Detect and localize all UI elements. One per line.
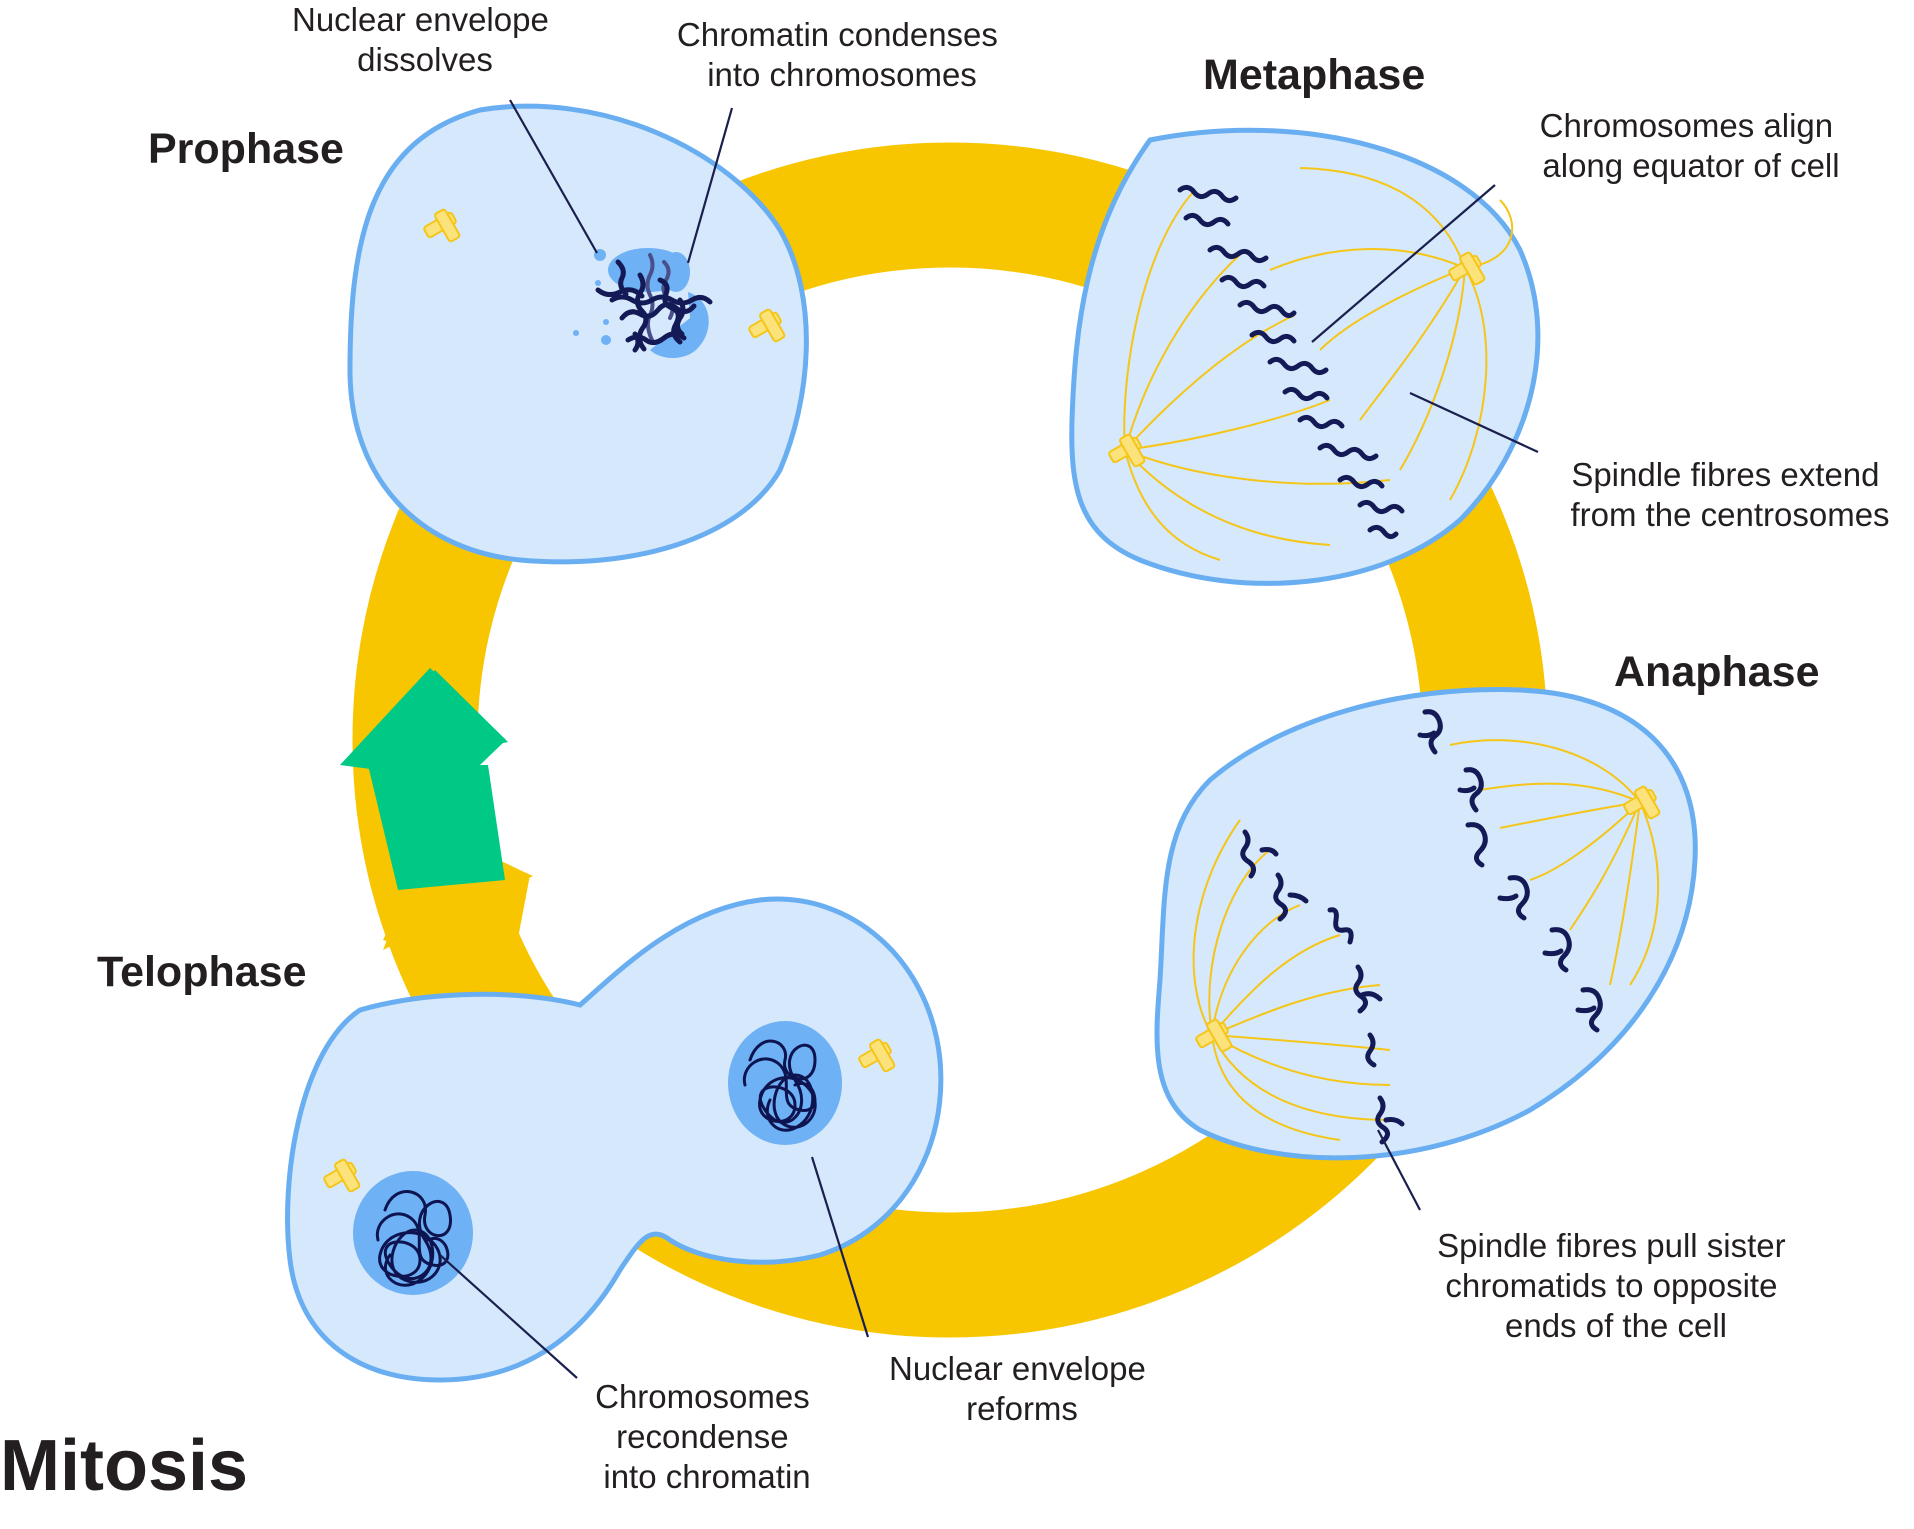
centrosome-icon	[1448, 251, 1486, 286]
telophase-cell	[285, 896, 944, 1383]
annotation-nuclear-envelope-dissolves: Nuclear envelope dissolves	[292, 1, 558, 78]
anaphase-cell	[1154, 687, 1698, 1161]
telophase-nucleus-right	[728, 1021, 842, 1145]
centrosome-icon	[748, 308, 786, 343]
anaphase-cell-membrane	[1154, 687, 1698, 1161]
diagram-title: Mitosis	[0, 1426, 248, 1506]
prophase-cell	[347, 103, 809, 565]
leader-envelope-reforms	[810, 1156, 870, 1338]
dissolving-nucleus	[573, 248, 709, 358]
telophase-nucleus-left	[353, 1171, 473, 1295]
centrosome-icon	[1108, 433, 1146, 468]
leader-chromosomes-align	[1311, 184, 1496, 343]
leader-lines	[439, 99, 1539, 1379]
centrosome-icon	[323, 1158, 361, 1193]
annotation-chromosomes-recondense: Chromosomes recondense into chromatin	[595, 1378, 819, 1495]
metaphase-spindle-fibres	[1123, 167, 1514, 561]
annotation-nuclear-envelope-reforms: Nuclear envelope reforms	[889, 1350, 1155, 1427]
leader-chromatin-condenses	[686, 107, 734, 264]
prophase-label: Prophase	[148, 125, 344, 173]
annotation-chromatin-condenses: Chromatin condenses into chromosomes	[677, 16, 1007, 93]
leader-envelope-dissolves	[509, 99, 598, 254]
anaphase-label: Anaphase	[1614, 648, 1820, 696]
anaphase-chromatids-left	[1240, 829, 1405, 1145]
centrosome-icon	[1623, 785, 1661, 820]
annotation-chromosomes-align: Chromosomes align along equator of cell	[1540, 107, 1843, 184]
centrosome-icon	[423, 208, 461, 243]
leader-chromosomes-recondense	[439, 1254, 578, 1379]
leader-spindle-pull	[1377, 1129, 1421, 1211]
metaphase-cell	[1069, 127, 1541, 586]
telophase-label: Telophase	[97, 948, 306, 996]
anaphase-chromatids-right	[1417, 709, 1603, 1033]
prophase-chromosomes	[595, 253, 713, 353]
annotation-spindle-pull: Spindle fibres pull sister chromatids to…	[1437, 1227, 1795, 1344]
up-arrow-icon	[340, 668, 508, 890]
annotation-spindle-extend: Spindle fibres extend from the centrosom…	[1570, 456, 1889, 533]
centrosome-icon	[858, 1038, 896, 1073]
centrosome-icon	[1195, 1018, 1233, 1053]
leader-spindle-extend	[1409, 392, 1539, 453]
metaphase-label: Metaphase	[1203, 51, 1425, 99]
metaphase-chromosomes	[1177, 184, 1405, 540]
